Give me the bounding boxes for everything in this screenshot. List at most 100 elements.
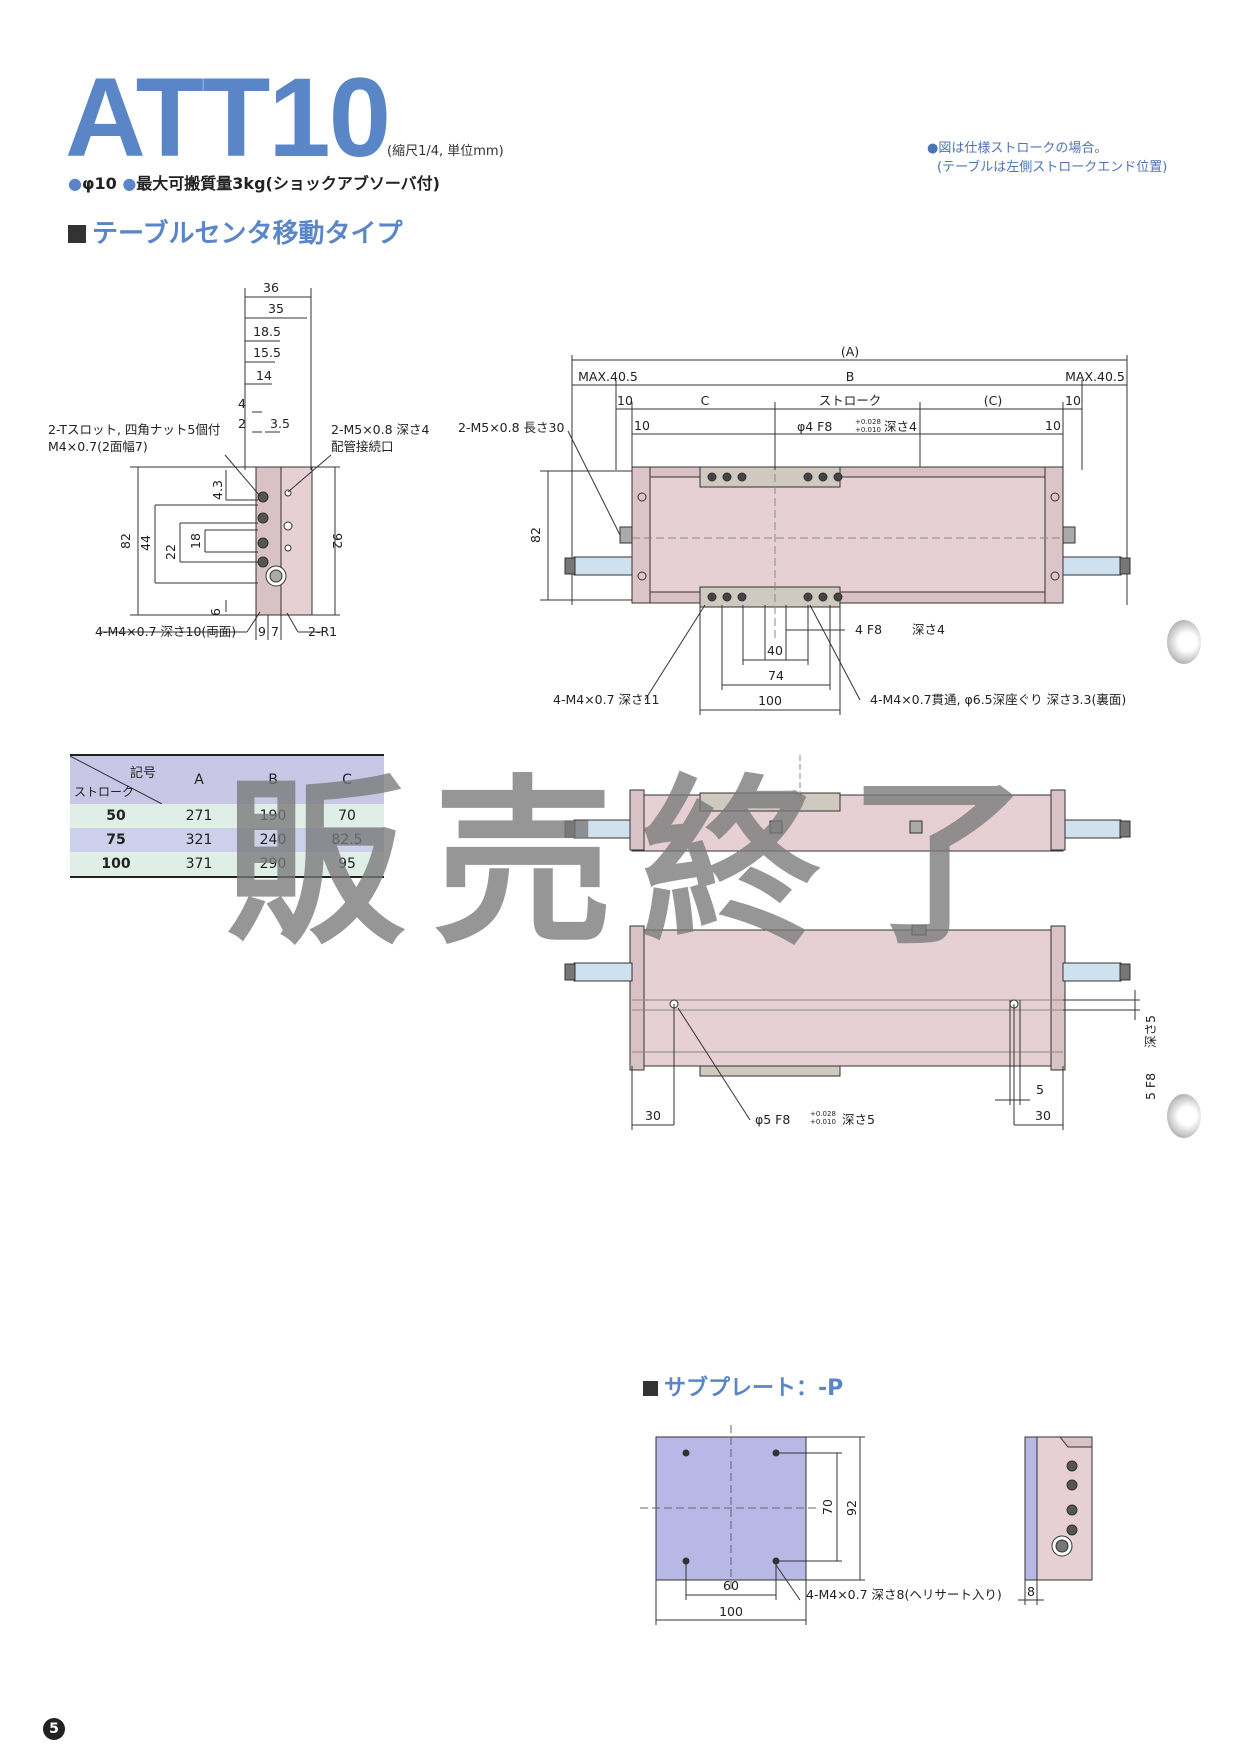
header-stroke: ストローク (74, 785, 135, 799)
section-main-label: テーブルセンタ移動タイプ (92, 219, 403, 249)
dim-15-5: 15.5 (253, 345, 281, 360)
dim-100-sub: 100 (719, 1604, 743, 1619)
dim-14: 14 (256, 368, 272, 383)
label-stopper-thread: 2-M5×0.8 長さ30 (458, 420, 564, 435)
dim-100: 100 (758, 693, 782, 708)
label-helisert: 4-M4×0.7 深さ8(ヘリサート入り) (806, 1587, 1002, 1602)
dim-6: 6 (208, 608, 223, 616)
label-tap-holes: 4-M4×0.7 深さ10(両面) (95, 624, 236, 639)
row-stroke: 50 (70, 804, 162, 828)
dim-8: 8 (1027, 1584, 1035, 1599)
col-header-a: A (162, 755, 236, 804)
dim-c: C (701, 393, 710, 408)
dim-9: 9 (258, 624, 266, 639)
top-view (540, 355, 1131, 715)
dim-70: 70 (820, 1499, 835, 1515)
cell-b: 190 (236, 804, 310, 828)
label-pin-tol-lower: +0.010 (855, 426, 881, 434)
note-line-2: (テーブルは左側ストロークエンド位置) (937, 160, 1168, 175)
cell-b: 240 (236, 828, 310, 852)
dim-22: 22 (163, 544, 178, 560)
cell-b: 290 (236, 852, 310, 877)
dim-18-5: 18.5 (253, 324, 281, 339)
dim-44: 44 (138, 535, 153, 551)
table-corner-header: 記号 ストローク (70, 755, 162, 804)
figure-note: ●図は仕様ストロークの場合。 (テーブルは左側ストロークエンド位置) (927, 139, 1167, 177)
bottom-view (564, 924, 1140, 1130)
col-header-c: C (310, 755, 384, 804)
label-pin-tol-upper: +0.028 (855, 418, 881, 426)
dim-2: 2 (238, 416, 246, 431)
label-port: 配管接続口 (331, 439, 394, 454)
cell-c: 82.5 (310, 828, 384, 852)
dim-4-3: 4.3 (210, 480, 225, 500)
label-slot5-depth: 深さ5 (1143, 1015, 1158, 1048)
label-pin5-tol-lower: +0.010 (810, 1118, 836, 1126)
spec-payload: 最大可搬質量3kg(ショックアブソーバ付) (136, 174, 440, 193)
label-slot: 4 F8 (855, 622, 882, 637)
label-pin-hole: φ4 F8 (797, 419, 832, 434)
dim-5: 5 (1036, 1082, 1044, 1097)
label-port-thread: 2-M5×0.8 深さ4 (331, 422, 430, 437)
label-nut-thread: M4×0.7(2面幅7) (48, 439, 148, 454)
label-m4-depth11: 4-M4×0.7 深さ11 (553, 692, 659, 707)
dim-stroke: ストローク (819, 393, 882, 408)
cell-c: 70 (310, 804, 384, 828)
col-header-b: B (236, 755, 310, 804)
cell-a: 321 (162, 828, 236, 852)
cell-c: 95 (310, 852, 384, 877)
product-title: ATT10 (65, 55, 391, 180)
spec-line: ●φ10 ●最大可搬質量3kg(ショックアブソーバ付) (68, 174, 440, 193)
dim-30-left: 30 (645, 1108, 661, 1123)
note-line-1: ●図は仕様ストロークの場合。 (927, 141, 1108, 156)
dim-max-right: MAX.40.5 (1065, 369, 1125, 384)
square-bullet-icon (68, 225, 86, 243)
dim-10-c: 10 (634, 418, 650, 433)
dim-c-ref: (C) (984, 393, 1002, 408)
label-pin5: φ5 F8 (755, 1112, 790, 1127)
subplate-view (640, 1425, 1093, 1625)
binder-hole-icon (1167, 1094, 1201, 1138)
dim-18: 18 (188, 533, 203, 549)
spec-bore: φ10 (81, 174, 117, 193)
dim-82-top: 82 (528, 527, 543, 543)
label-r1: 2-R1 (308, 624, 337, 639)
dim-10-b: 10 (1065, 393, 1081, 408)
header-symbol: 記号 (129, 766, 156, 781)
row-stroke: 75 (70, 828, 162, 852)
diagonal-line (70, 756, 162, 804)
dim-36: 36 (263, 280, 279, 295)
page-number: 5 (43, 1718, 65, 1740)
discontinued-watermark: 販売終了 (225, 760, 1058, 969)
label-m4-through: 4-M4×0.7貫通, φ6.5深座ぐり 深さ3.3(裏面) (870, 692, 1126, 707)
dim-92: 92 (330, 533, 345, 549)
dim-max-left: MAX.40.5 (578, 369, 638, 384)
dim-b: B (846, 369, 855, 384)
label-pin-depth: 深さ4 (884, 419, 917, 434)
label-slot-depth: 深さ4 (912, 622, 945, 637)
stroke-table: 記号 ストローク A B C 50 271 190 70 75 321 240 … (70, 754, 384, 878)
dim-10-d: 10 (1045, 418, 1061, 433)
dim-30-right: 30 (1035, 1108, 1051, 1123)
dim-40: 40 (767, 643, 783, 658)
section-heading-main: テーブルセンタ移動タイプ (68, 213, 402, 250)
dim-a: (A) (841, 344, 859, 359)
label-t-slot: 2-Tスロット, 四角ナット5個付 (48, 422, 220, 437)
table-row: 100 371 290 95 (70, 852, 384, 877)
scale-note: (縮尺1/4, 単位mm) (387, 144, 504, 159)
dim-92-sub: 92 (844, 1500, 859, 1516)
table-row: 50 271 190 70 (70, 804, 384, 828)
dim-35: 35 (268, 301, 284, 316)
dim-74: 74 (768, 668, 784, 683)
table-row: 75 321 240 82.5 (70, 828, 384, 852)
label-pin5-tol-upper: +0.028 (810, 1110, 836, 1118)
cell-a: 371 (162, 852, 236, 877)
label-slot5: 5 F8 (1143, 1073, 1158, 1100)
side-view (100, 288, 340, 640)
dim-10-a: 10 (617, 393, 633, 408)
section-heading-subplate: サブプレート：-P (643, 1370, 843, 1402)
dim-82: 82 (118, 533, 133, 549)
section-subplate-label: サブプレート：-P (664, 1376, 844, 1401)
cell-a: 271 (162, 804, 236, 828)
